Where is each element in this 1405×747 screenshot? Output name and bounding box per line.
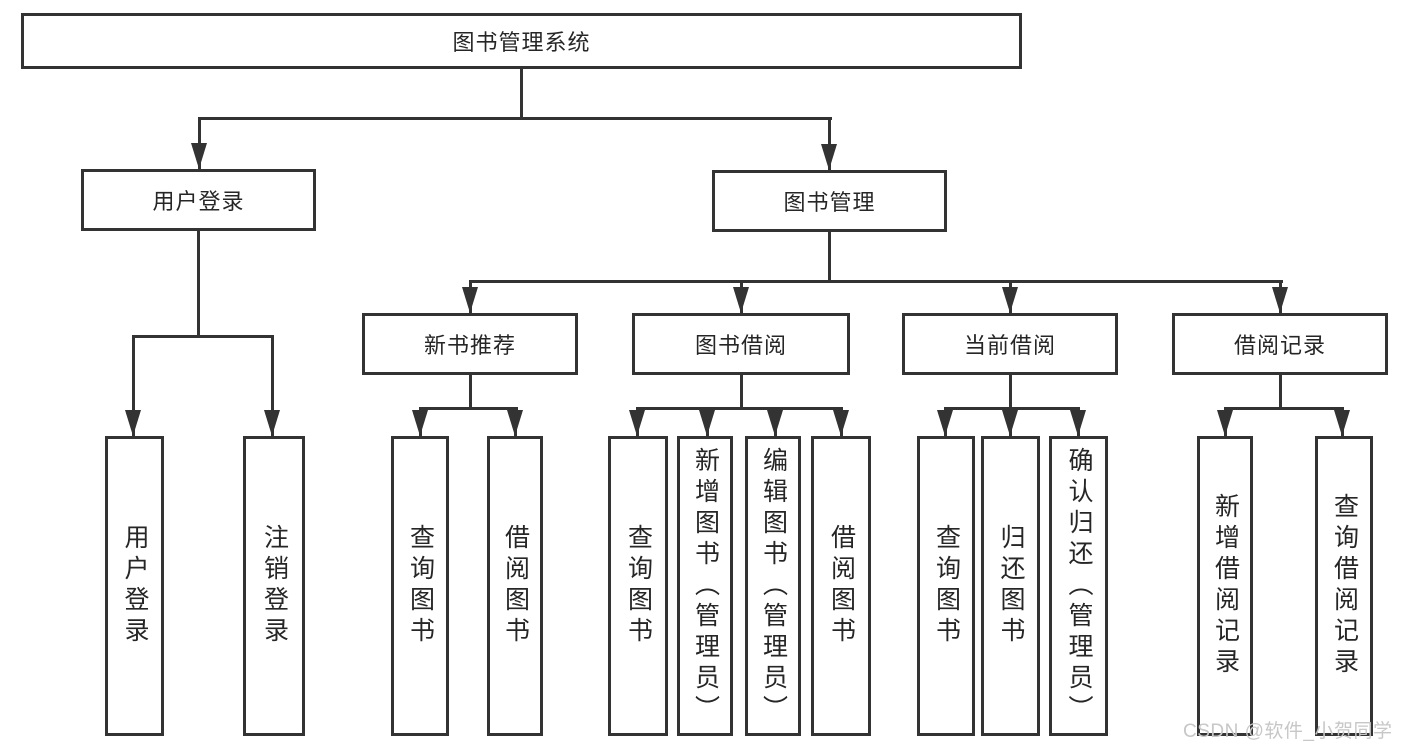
connector-drop-leaf-logout [271,335,274,436]
leaf-logout: 注销登录 [243,436,305,736]
node-user-login: 用户登录 [81,169,316,231]
leaf-records-query-record: 查询借阅记录 [1315,436,1373,736]
arrowhead-book-mgmt [821,144,837,170]
arrowhead-br-add [1217,410,1233,436]
arrowhead-br-query [1334,410,1350,436]
arrowhead-bb-query [629,410,645,436]
leaf-borrow-add-books-admin: 新增图书（管理员） [677,436,733,736]
leaf-newbook-query-books: 查询图书 [391,436,449,736]
connector-drop-leaf-user-login [132,335,135,436]
leaf-current-return-books: 归还图书 [981,436,1040,736]
arrowhead-cb-return [1002,410,1018,436]
node-current-borrow: 当前借阅 [902,313,1118,375]
connector-borrow-records-branch [1224,407,1344,410]
node-root-library-system: 图书管理系统 [21,13,1022,69]
arrowhead-borrow-records [1272,287,1288,313]
arrowhead-nb-borrow [507,410,523,436]
leaf-current-confirm-return-admin: 确认归还（管理员） [1049,436,1108,736]
csdn-watermark: CSDN @软件_小贺同学 [1183,721,1393,742]
arrowhead-nb-query [412,410,428,436]
leaf-borrow-query-books: 查询图书 [608,436,668,736]
arrowhead-leaf-logout [264,410,280,436]
connector-user-login-stem [197,231,200,338]
connector-current-borrow-branch [944,407,1080,410]
connector-current-borrow-stem [1009,375,1012,410]
connector-book-borrow-stem [740,375,743,410]
leaf-current-query-books: 查询图书 [917,436,975,736]
arrowhead-cb-confirm [1070,410,1086,436]
arrowhead-user-login [191,143,207,169]
connector-user-login-branch [132,335,274,338]
arrowhead-bb-borrow [833,410,849,436]
connector-book-mgmt-branch [469,280,1283,283]
arrowhead-current-borrow [1002,287,1018,313]
leaf-user-login: 用户登录 [105,436,164,736]
node-book-borrow: 图书借阅 [632,313,850,375]
connector-root-stem [520,69,523,117]
arrowhead-bb-edit [767,410,783,436]
connector-borrow-records-stem [1279,375,1282,410]
connector-new-book-stem [469,375,472,410]
arrowhead-new-book [462,287,478,313]
node-borrow-records: 借阅记录 [1172,313,1388,375]
arrowhead-bb-add [699,410,715,436]
connector-drop-book-mgmt [828,117,831,170]
arrowhead-cb-query [937,410,953,436]
arrowhead-book-borrow [733,287,749,313]
leaf-records-add-record: 新增借阅记录 [1197,436,1253,736]
connector-root-branch [198,117,832,120]
arrowhead-leaf-user-login [125,410,141,436]
connector-new-book-branch [419,407,518,410]
leaf-borrow-edit-books-admin: 编辑图书（管理员） [745,436,801,736]
node-book-management: 图书管理 [712,170,947,232]
connector-book-mgmt-stem [828,232,831,283]
node-new-book-recommend: 新书推荐 [362,313,578,375]
connector-book-borrow-branch [636,407,843,410]
leaf-newbook-borrow-books: 借阅图书 [487,436,543,736]
leaf-borrow-borrow-books: 借阅图书 [811,436,871,736]
